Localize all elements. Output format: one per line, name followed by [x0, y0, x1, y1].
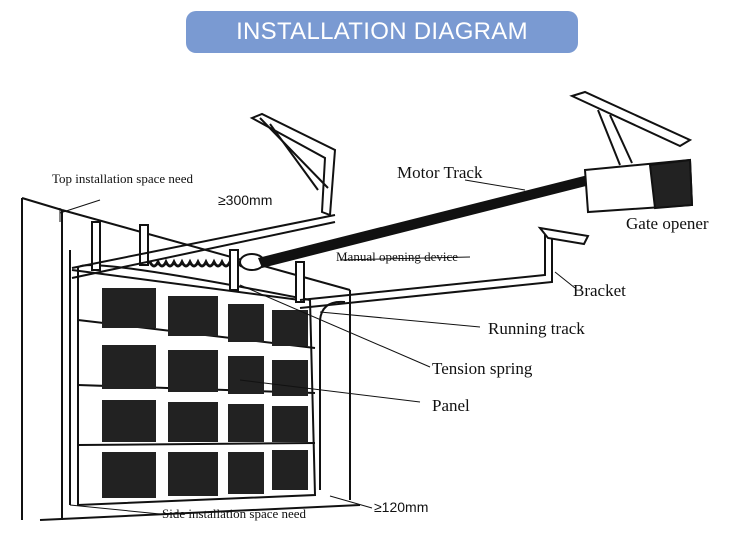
- label-running-track: Running track: [488, 319, 585, 338]
- label-panel: Panel: [432, 396, 470, 415]
- label-bracket: Bracket: [573, 281, 626, 300]
- running-track: [71, 214, 553, 309]
- label-side-dim: ≥120mm: [374, 499, 428, 515]
- motor-track: [258, 175, 590, 268]
- title-banner-text: INSTALLATION DIAGRAM: [236, 18, 528, 45]
- title-banner: INSTALLATION DIAGRAM: [186, 11, 578, 53]
- gate-opener: [569, 90, 694, 214]
- label-motor-track: Motor Track: [397, 163, 483, 182]
- label-top-dim: ≥300mm: [218, 192, 272, 208]
- label-tension-spring: Tension spring: [432, 359, 533, 378]
- leader-lines: [59, 179, 576, 515]
- label-top-space: Top installation space need: [52, 171, 193, 186]
- label-side-space: Side installation space need: [162, 506, 307, 521]
- label-manual-device: Manual opening device: [336, 249, 458, 264]
- label-gate-opener: Gate opener: [626, 214, 709, 233]
- title-banner-background: [186, 11, 578, 53]
- right-bracket: [537, 226, 590, 246]
